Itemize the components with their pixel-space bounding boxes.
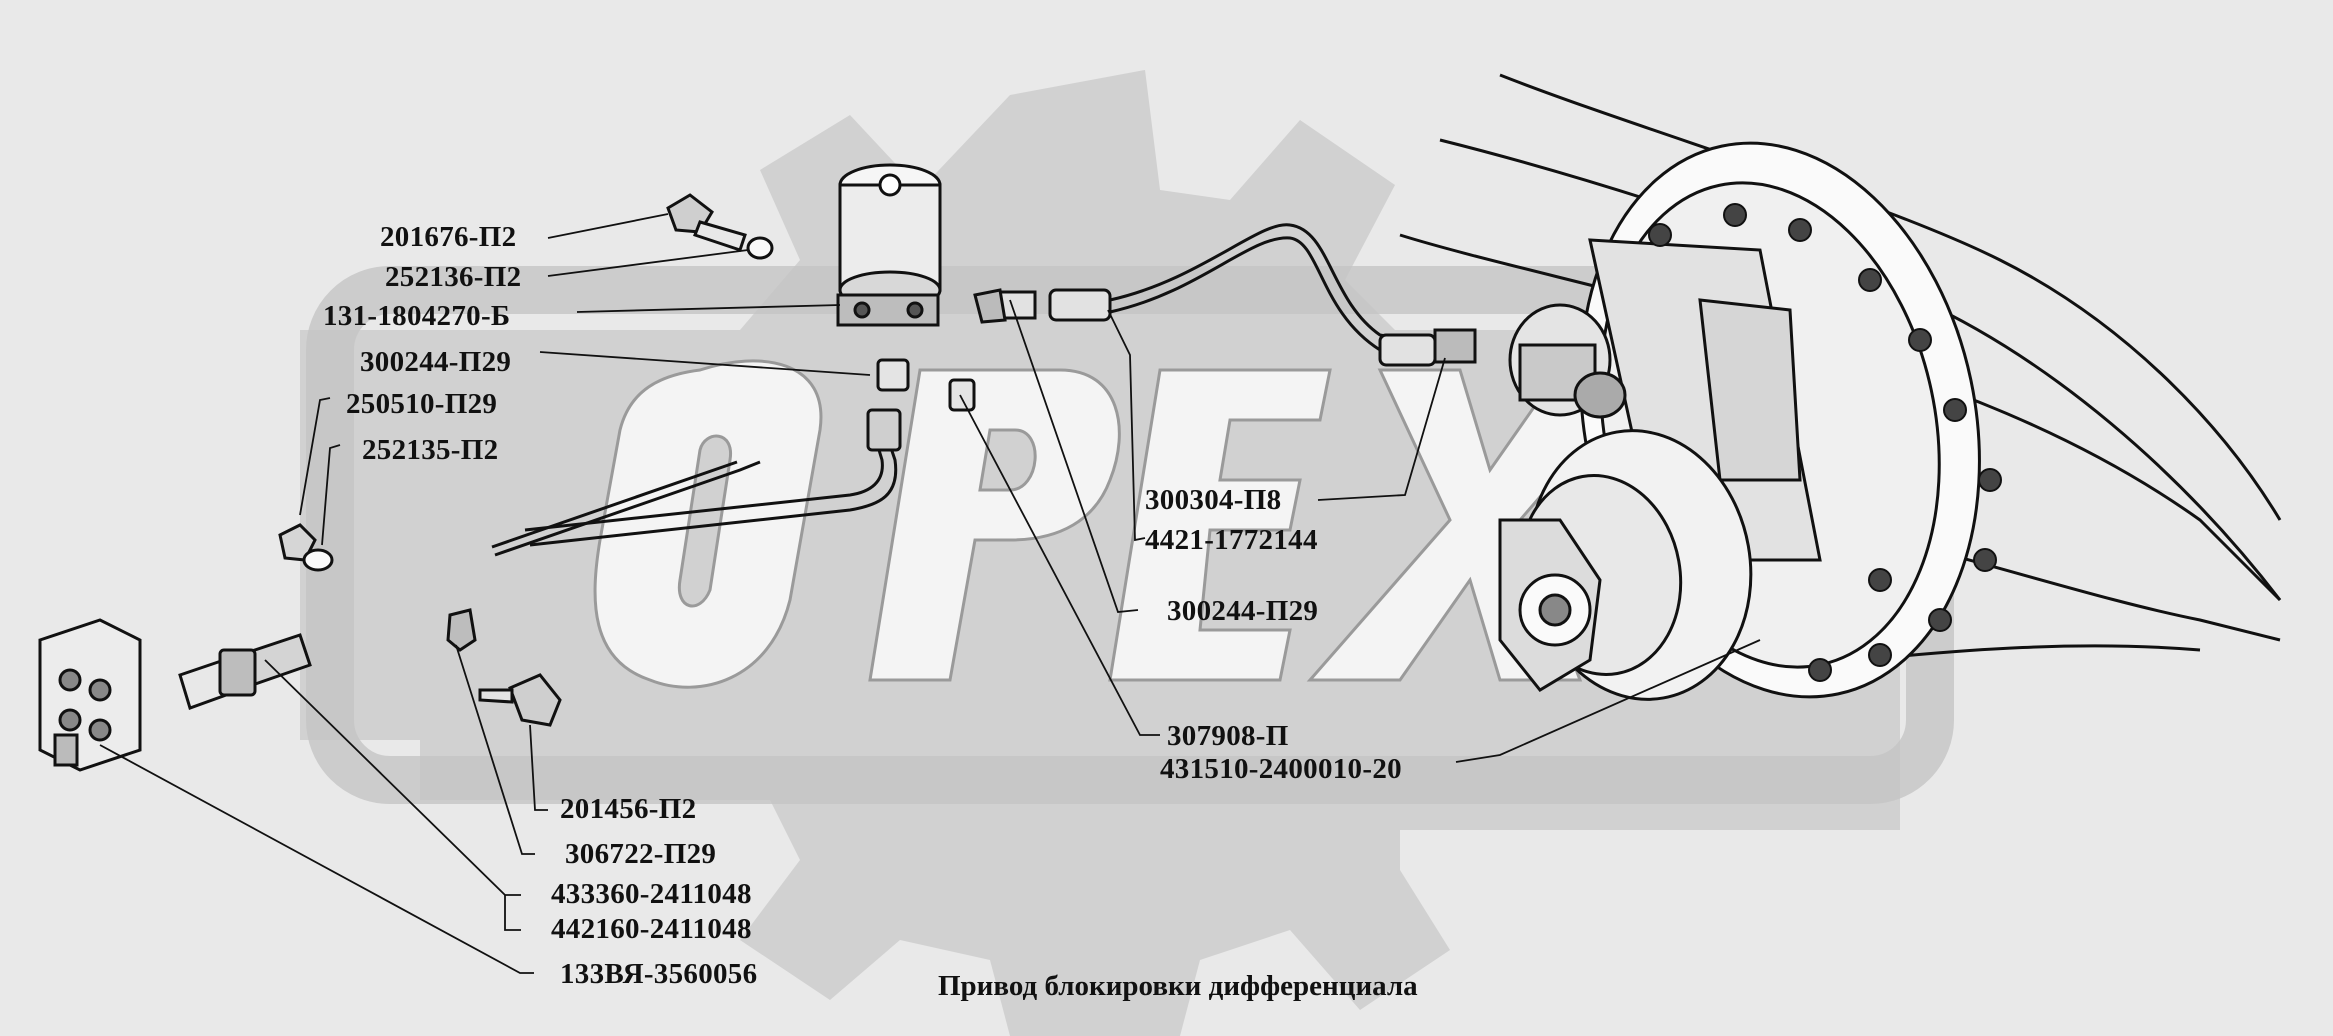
callout-306722: 306722-П29 — [565, 838, 717, 870]
callout-201456: 201456-П2 — [560, 793, 697, 825]
solenoid-valve — [836, 163, 942, 327]
bolt-lower — [446, 608, 562, 727]
callout-433360: 433360-2411048 — [551, 878, 752, 910]
watermark-letters — [593, 359, 1654, 689]
callout-250510: 250510-П29 — [346, 388, 498, 420]
valve-bolt — [666, 193, 774, 260]
line-fittings-lower — [866, 358, 976, 452]
callout-307908: 307908-П — [1167, 720, 1289, 752]
lock-actuator — [1508, 303, 1627, 419]
air-line-lower — [491, 429, 898, 557]
callout-431510: 431510-2400010-20 — [1160, 753, 1402, 785]
housing-bolts — [1648, 203, 2002, 682]
callout-252135: 252135-П2 — [362, 434, 499, 466]
leader-lines — [99, 213, 1761, 974]
callout-300304: 300304-П8 — [1145, 484, 1282, 516]
callout-300244-a: 300244-П29 — [360, 346, 512, 378]
air-line-upper — [1109, 223, 1441, 360]
callout-131-1804270: 131-1804270-Б — [323, 300, 511, 332]
line-fittings-upper — [973, 288, 1477, 367]
callout-4421-1772144: 4421-1772144 — [1145, 524, 1318, 556]
callout-300244-b: 300244-П29 — [1167, 595, 1319, 627]
callout-133-3560056: 133ВЯ-3560056 — [560, 958, 758, 990]
diagram-caption: Привод блокировки дифференциала — [938, 970, 1418, 1002]
callout-442160: 442160-2411048 — [551, 913, 752, 945]
nut-washer — [278, 523, 334, 572]
pinion-flange — [1498, 429, 1753, 701]
distribution-block — [38, 618, 142, 772]
callout-201676: 201676-П2 — [380, 221, 517, 253]
callout-252136: 252136-П2 — [385, 261, 522, 293]
fitting-tee — [178, 633, 312, 710]
